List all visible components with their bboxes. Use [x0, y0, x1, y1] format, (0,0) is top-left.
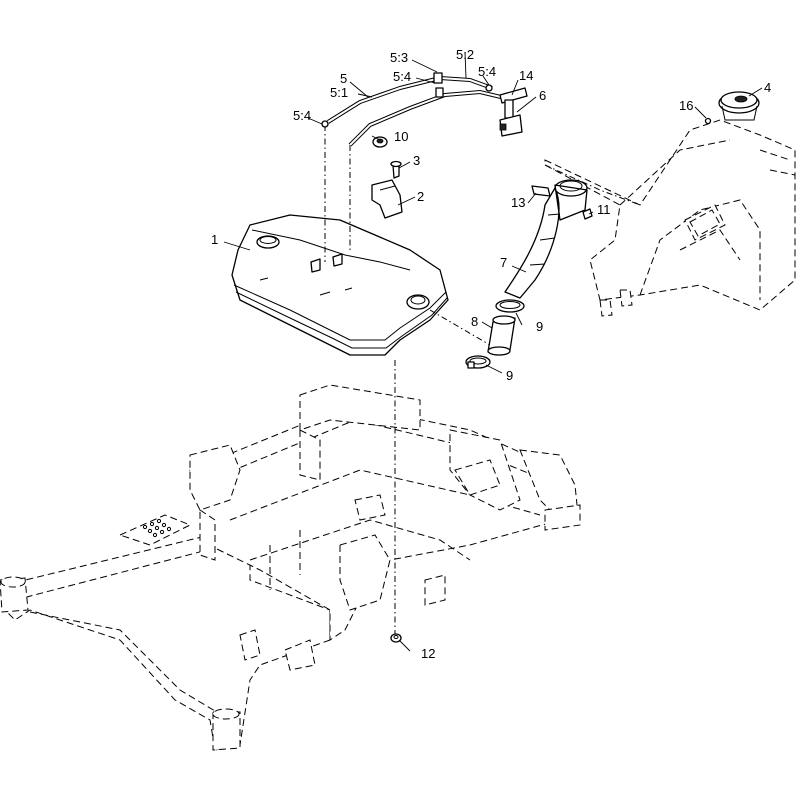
callout-5-4a: 5:4 — [393, 69, 411, 84]
callout-4: 4 — [764, 80, 771, 95]
rollover-valve — [499, 87, 528, 137]
callout-5-3: 5:3 — [390, 50, 408, 65]
callout-5-2: 5:2 — [456, 47, 474, 62]
hose-clamp-upper — [495, 299, 525, 313]
callout-5: 5 — [340, 71, 347, 86]
callout-7: 7 — [500, 255, 507, 270]
callout-16: 16 — [679, 98, 693, 113]
callout-10: 10 — [394, 129, 408, 144]
callout-8: 8 — [471, 314, 478, 329]
leader-lines — [223, 51, 763, 652]
bushing — [372, 136, 388, 148]
callout-14: 14 — [519, 68, 533, 83]
callout-labels: 1 2 3 4 5 5:1 5:2 5:3 5:4 5:4 5:4 6 7 8 … — [211, 47, 771, 661]
tank-bracket — [371, 179, 403, 219]
callout-1: 1 — [211, 232, 218, 247]
step-plate-holes — [142, 518, 172, 538]
hose-clamp-lower — [465, 355, 491, 369]
callout-9a: 9 — [536, 319, 543, 334]
nut — [390, 633, 402, 643]
screw-16 — [704, 117, 712, 125]
screw — [390, 160, 402, 179]
callout-5-1: 5:1 — [330, 85, 348, 100]
filler-hose — [504, 179, 588, 299]
mower-frame — [0, 384, 581, 751]
callout-5-4c: 5:4 — [293, 108, 311, 123]
callout-2: 2 — [417, 189, 424, 204]
callout-5-4b: 5:4 — [478, 64, 496, 79]
fuel-cap — [718, 91, 760, 121]
screw-11 — [582, 208, 593, 220]
callout-13: 13 — [511, 195, 525, 210]
callout-11: 11 — [597, 202, 611, 217]
fuel-tank — [231, 214, 449, 356]
callout-6: 6 — [539, 88, 546, 103]
vent-hose-assembly — [321, 72, 506, 250]
callout-9b: 9 — [506, 368, 513, 383]
hose-sleeve — [487, 315, 516, 356]
callout-12: 12 — [421, 646, 435, 661]
centerline-neck — [429, 309, 491, 346]
rear-body-panel — [544, 119, 796, 317]
callout-3: 3 — [413, 153, 420, 168]
filler-bracket — [531, 185, 551, 197]
